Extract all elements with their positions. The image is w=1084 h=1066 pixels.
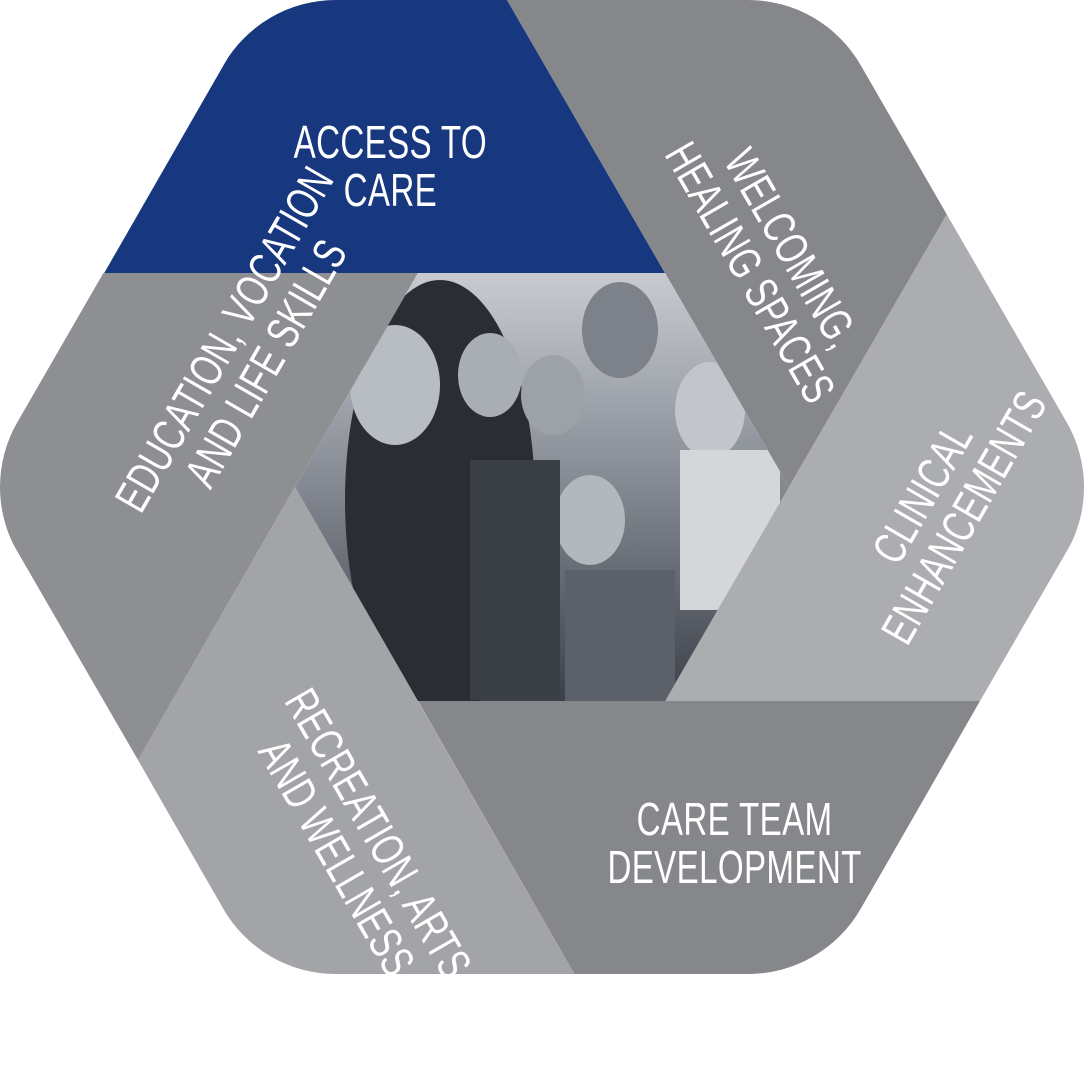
- hexagon-diagram: [0, 0, 1084, 975]
- segment-recreation-arts-wellness: [138, 487, 575, 975]
- label-line: DEVELOPMENT: [607, 841, 862, 893]
- label-line: CARE: [343, 164, 437, 216]
- segment-care-team-development: [418, 701, 980, 975]
- label-line: ACCESS TO: [293, 116, 487, 168]
- segment-clinical-enhancements: [665, 214, 1084, 701]
- center-family-photo: [295, 273, 789, 701]
- label-line: CARE TEAM: [636, 793, 833, 845]
- segment-access-to-care: [60, 0, 665, 350]
- segment-welcoming-healing-spaces: [507, 0, 947, 487]
- segment-education-vocation-life-skills: [0, 273, 418, 760]
